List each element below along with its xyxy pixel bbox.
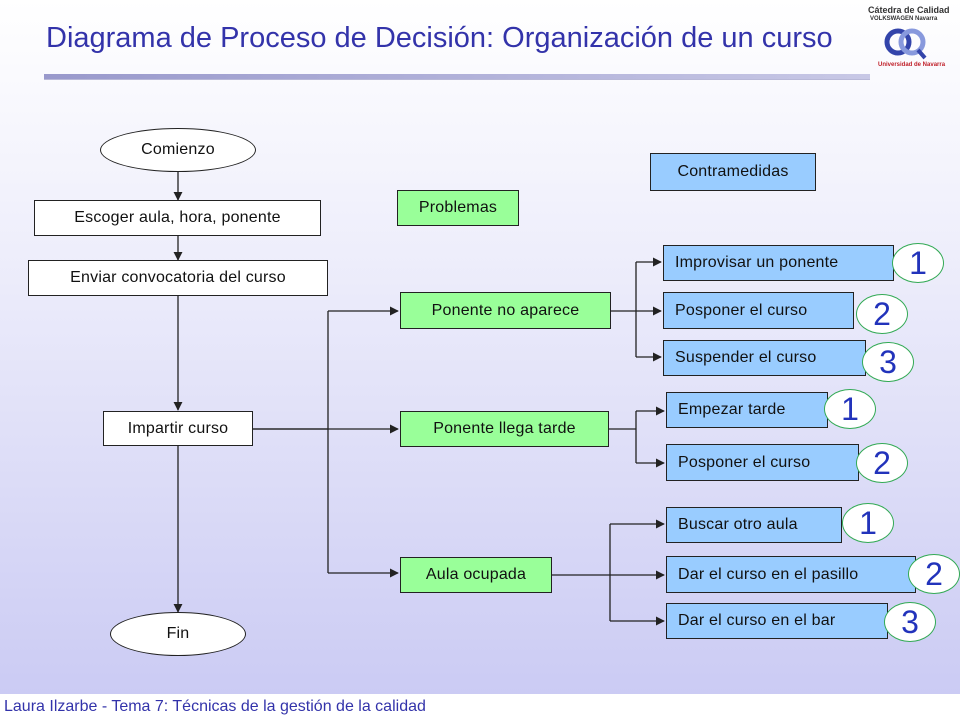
rank-number: 1 xyxy=(909,244,927,281)
countermeasures-header: Contramedidas xyxy=(650,153,816,191)
step-send-invitation: Enviar convocatoria del curso xyxy=(28,260,328,296)
start-node: Comienzo xyxy=(100,128,256,172)
countermeasure-label: Posponer el curso xyxy=(675,301,808,319)
step-teach-course: Impartir curso xyxy=(103,411,253,446)
countermeasure-bar: Dar el curso en el bar xyxy=(666,603,888,639)
problem-room-occupied: Aula ocupada xyxy=(400,557,552,593)
step-choose-room: Escoger aula, hora, ponente xyxy=(34,200,321,236)
step-send-invitation-label: Enviar convocatoria del curso xyxy=(70,269,286,286)
end-label: Fin xyxy=(166,625,190,642)
countermeasure-label: Dar el curso en el bar xyxy=(678,612,836,629)
rank-circle: 3 xyxy=(884,602,936,642)
logo-line-1: Cátedra de Calidad xyxy=(868,5,950,15)
countermeasure-corridor: Dar el curso en el pasillo xyxy=(666,556,916,593)
countermeasure-label: Posponer el curso xyxy=(678,453,811,471)
logo-line-3: Universidad de Navarra xyxy=(878,62,946,68)
rank-circle: 1 xyxy=(892,243,944,283)
countermeasure-label: Suspender el curso xyxy=(675,349,817,366)
rank-circle: 1 xyxy=(842,503,894,543)
problem-label: Ponente no aparece xyxy=(431,301,580,319)
countermeasures-header-label: Contramedidas xyxy=(677,163,789,180)
rank-number: 3 xyxy=(901,603,919,640)
countermeasure-label: Dar el curso en el pasillo xyxy=(678,565,859,583)
countermeasure-find-other-room: Buscar otro aula xyxy=(666,507,842,543)
problem-label: Aula ocupada xyxy=(425,566,527,583)
rank-number: 2 xyxy=(925,555,943,592)
problem-speaker-late: Ponente llega tarde xyxy=(400,411,609,447)
countermeasure-cancel-course: Suspender el curso xyxy=(663,340,866,376)
rank-circle: 2 xyxy=(856,294,908,334)
problems-header-label: Problemas xyxy=(418,199,498,216)
end-node: Fin xyxy=(110,612,246,656)
countermeasure-postpone-course: Posponer el curso xyxy=(663,292,854,329)
footer-text: Laura Ilzarbe - Tema 7: Técnicas de la g… xyxy=(4,698,426,715)
problem-speaker-absent: Ponente no aparece xyxy=(400,292,611,329)
countermeasure-start-late: Empezar tarde xyxy=(666,392,828,428)
step-choose-room-label: Escoger aula, hora, ponente xyxy=(74,209,281,226)
rank-number: 2 xyxy=(873,295,891,332)
logo-line-2: VOLKSWAGEN Navarra xyxy=(870,16,938,22)
countermeasure-label: Improvisar un ponente xyxy=(675,254,839,271)
start-label: Comienzo xyxy=(141,141,215,158)
problems-header: Problemas xyxy=(397,190,519,226)
rank-circle: 2 xyxy=(856,443,908,483)
rank-number: 2 xyxy=(873,444,891,481)
rank-number: 1 xyxy=(859,504,877,541)
title-divider xyxy=(44,74,870,80)
rank-circle: 2 xyxy=(908,554,960,594)
rank-number: 1 xyxy=(841,390,859,427)
footer-bar: Laura Ilzarbe - Tema 7: Técnicas de la g… xyxy=(0,694,960,720)
countermeasure-postpone-course-2: Posponer el curso xyxy=(666,444,859,481)
logo-rings-icon xyxy=(884,28,927,60)
countermeasure-label: Empezar tarde xyxy=(678,401,786,418)
problem-label: Ponente llega tarde xyxy=(433,420,576,437)
rank-circle: 1 xyxy=(824,389,876,429)
step-teach-course-label: Impartir curso xyxy=(127,419,229,437)
slide-title: Diagrama de Proceso de Decisión: Organiz… xyxy=(46,22,833,54)
rank-number: 3 xyxy=(879,343,897,380)
countermeasure-label: Buscar otro aula xyxy=(678,516,798,533)
catedra-calidad-logo: Cátedra de Calidad VOLKSWAGEN Navarra Un… xyxy=(856,2,956,76)
rank-circle: 3 xyxy=(862,342,914,382)
countermeasure-improvise-speaker: Improvisar un ponente xyxy=(663,245,894,281)
